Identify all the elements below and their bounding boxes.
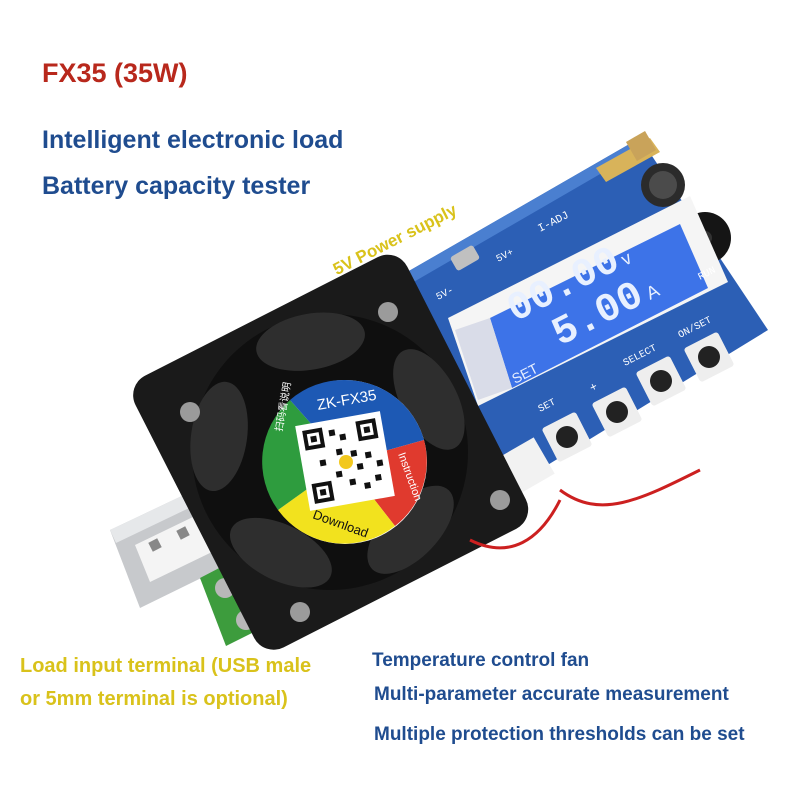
fan-screw <box>290 602 310 622</box>
lcd-display <box>448 196 728 406</box>
red-wire <box>559 468 701 507</box>
feature-protection: Multiple protection thresholds can be se… <box>374 724 745 745</box>
feature-temp-fan: Temperature control fan <box>372 650 590 671</box>
button-select <box>636 356 686 406</box>
load-input-callout-line1: Load input terminal (USB male <box>20 655 312 677</box>
load-input-callout-line2: or 5mm terminal is optional) <box>20 688 288 710</box>
fan-sticker <box>262 379 427 544</box>
qr-code <box>302 418 384 504</box>
feature-intelligent-load: Intelligent electronic load <box>42 126 344 154</box>
button-on-set <box>684 332 734 382</box>
usb-c-port <box>450 245 480 271</box>
product-title: FX35 (35W) <box>42 58 188 88</box>
fan-screw <box>378 302 398 322</box>
button-plus <box>592 387 642 437</box>
button-set <box>542 412 592 462</box>
feature-battery-tester: Battery capacity tester <box>42 172 311 200</box>
fan-screw <box>180 402 200 422</box>
fan-screw <box>490 490 510 510</box>
feature-measurement: Multi-parameter accurate measurement <box>374 684 729 705</box>
tactile-buttons <box>542 332 734 462</box>
potentiometer <box>625 130 657 162</box>
